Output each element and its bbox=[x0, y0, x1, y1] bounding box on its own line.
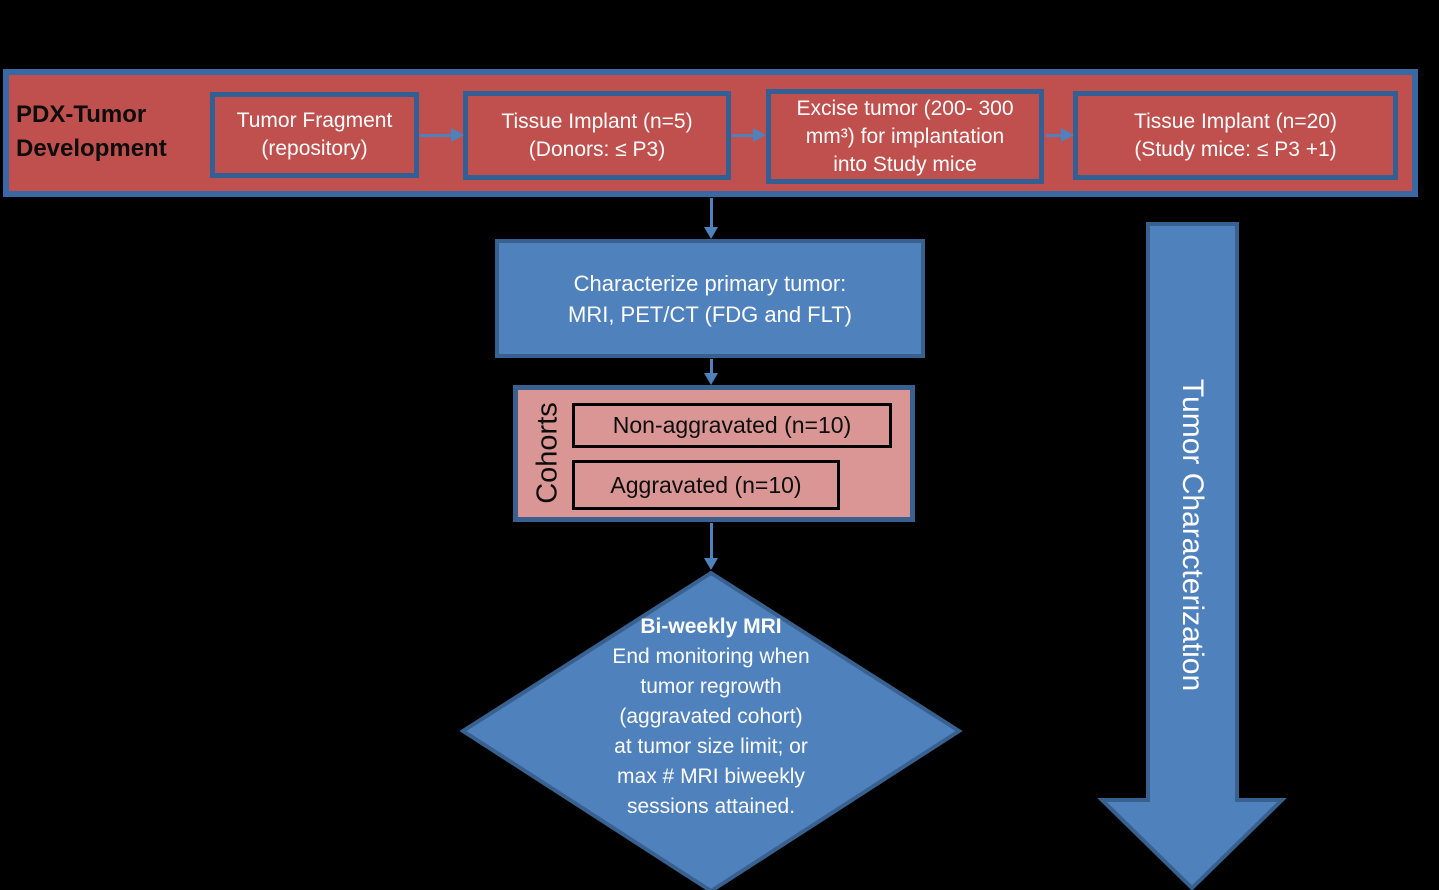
banner-title: PDX-Tumor Development bbox=[16, 101, 167, 162]
characterize-primary-tumor-box: Characterize primary tumor: MRI, PET/CT … bbox=[495, 239, 925, 358]
tumor-fragment-box: Tumor Fragment (repository) bbox=[210, 92, 419, 178]
tissue-implant-donors-box: Tissue Implant (n=5) (Donors: ≤ P3) bbox=[463, 91, 731, 180]
arrow-right-icon bbox=[1046, 128, 1074, 142]
arrow-down-icon bbox=[704, 523, 718, 570]
arrow-down-icon bbox=[704, 359, 718, 385]
arrow-right-icon bbox=[420, 128, 464, 142]
decision-body: End monitoring when tumor regrowth (aggr… bbox=[612, 645, 810, 818]
cohorts-label: Cohorts bbox=[531, 402, 564, 504]
excise-tumor-box: Excise tumor (200- 300 mm³) for implanta… bbox=[766, 89, 1044, 184]
cohort-non-aggravated-box: Non-aggravated (n=10) bbox=[572, 403, 892, 448]
big-down-arrow-shape bbox=[1097, 222, 1287, 890]
decision-title: Bi-weekly MRI bbox=[640, 615, 782, 638]
cohort-aggravated-box: Aggravated (n=10) bbox=[572, 460, 840, 510]
arrow-down-icon bbox=[704, 198, 718, 239]
decision-diamond-shape bbox=[459, 571, 963, 890]
arrow-right-icon bbox=[732, 128, 766, 142]
tumor-characterization-label: Tumor Characterization bbox=[1176, 378, 1209, 692]
tissue-implant-study-box: Tissue Implant (n=20) (Study mice: ≤ P3 … bbox=[1073, 91, 1398, 180]
decision-diamond-text: Bi-weekly MRI End monitoring when tumor … bbox=[536, 612, 886, 822]
